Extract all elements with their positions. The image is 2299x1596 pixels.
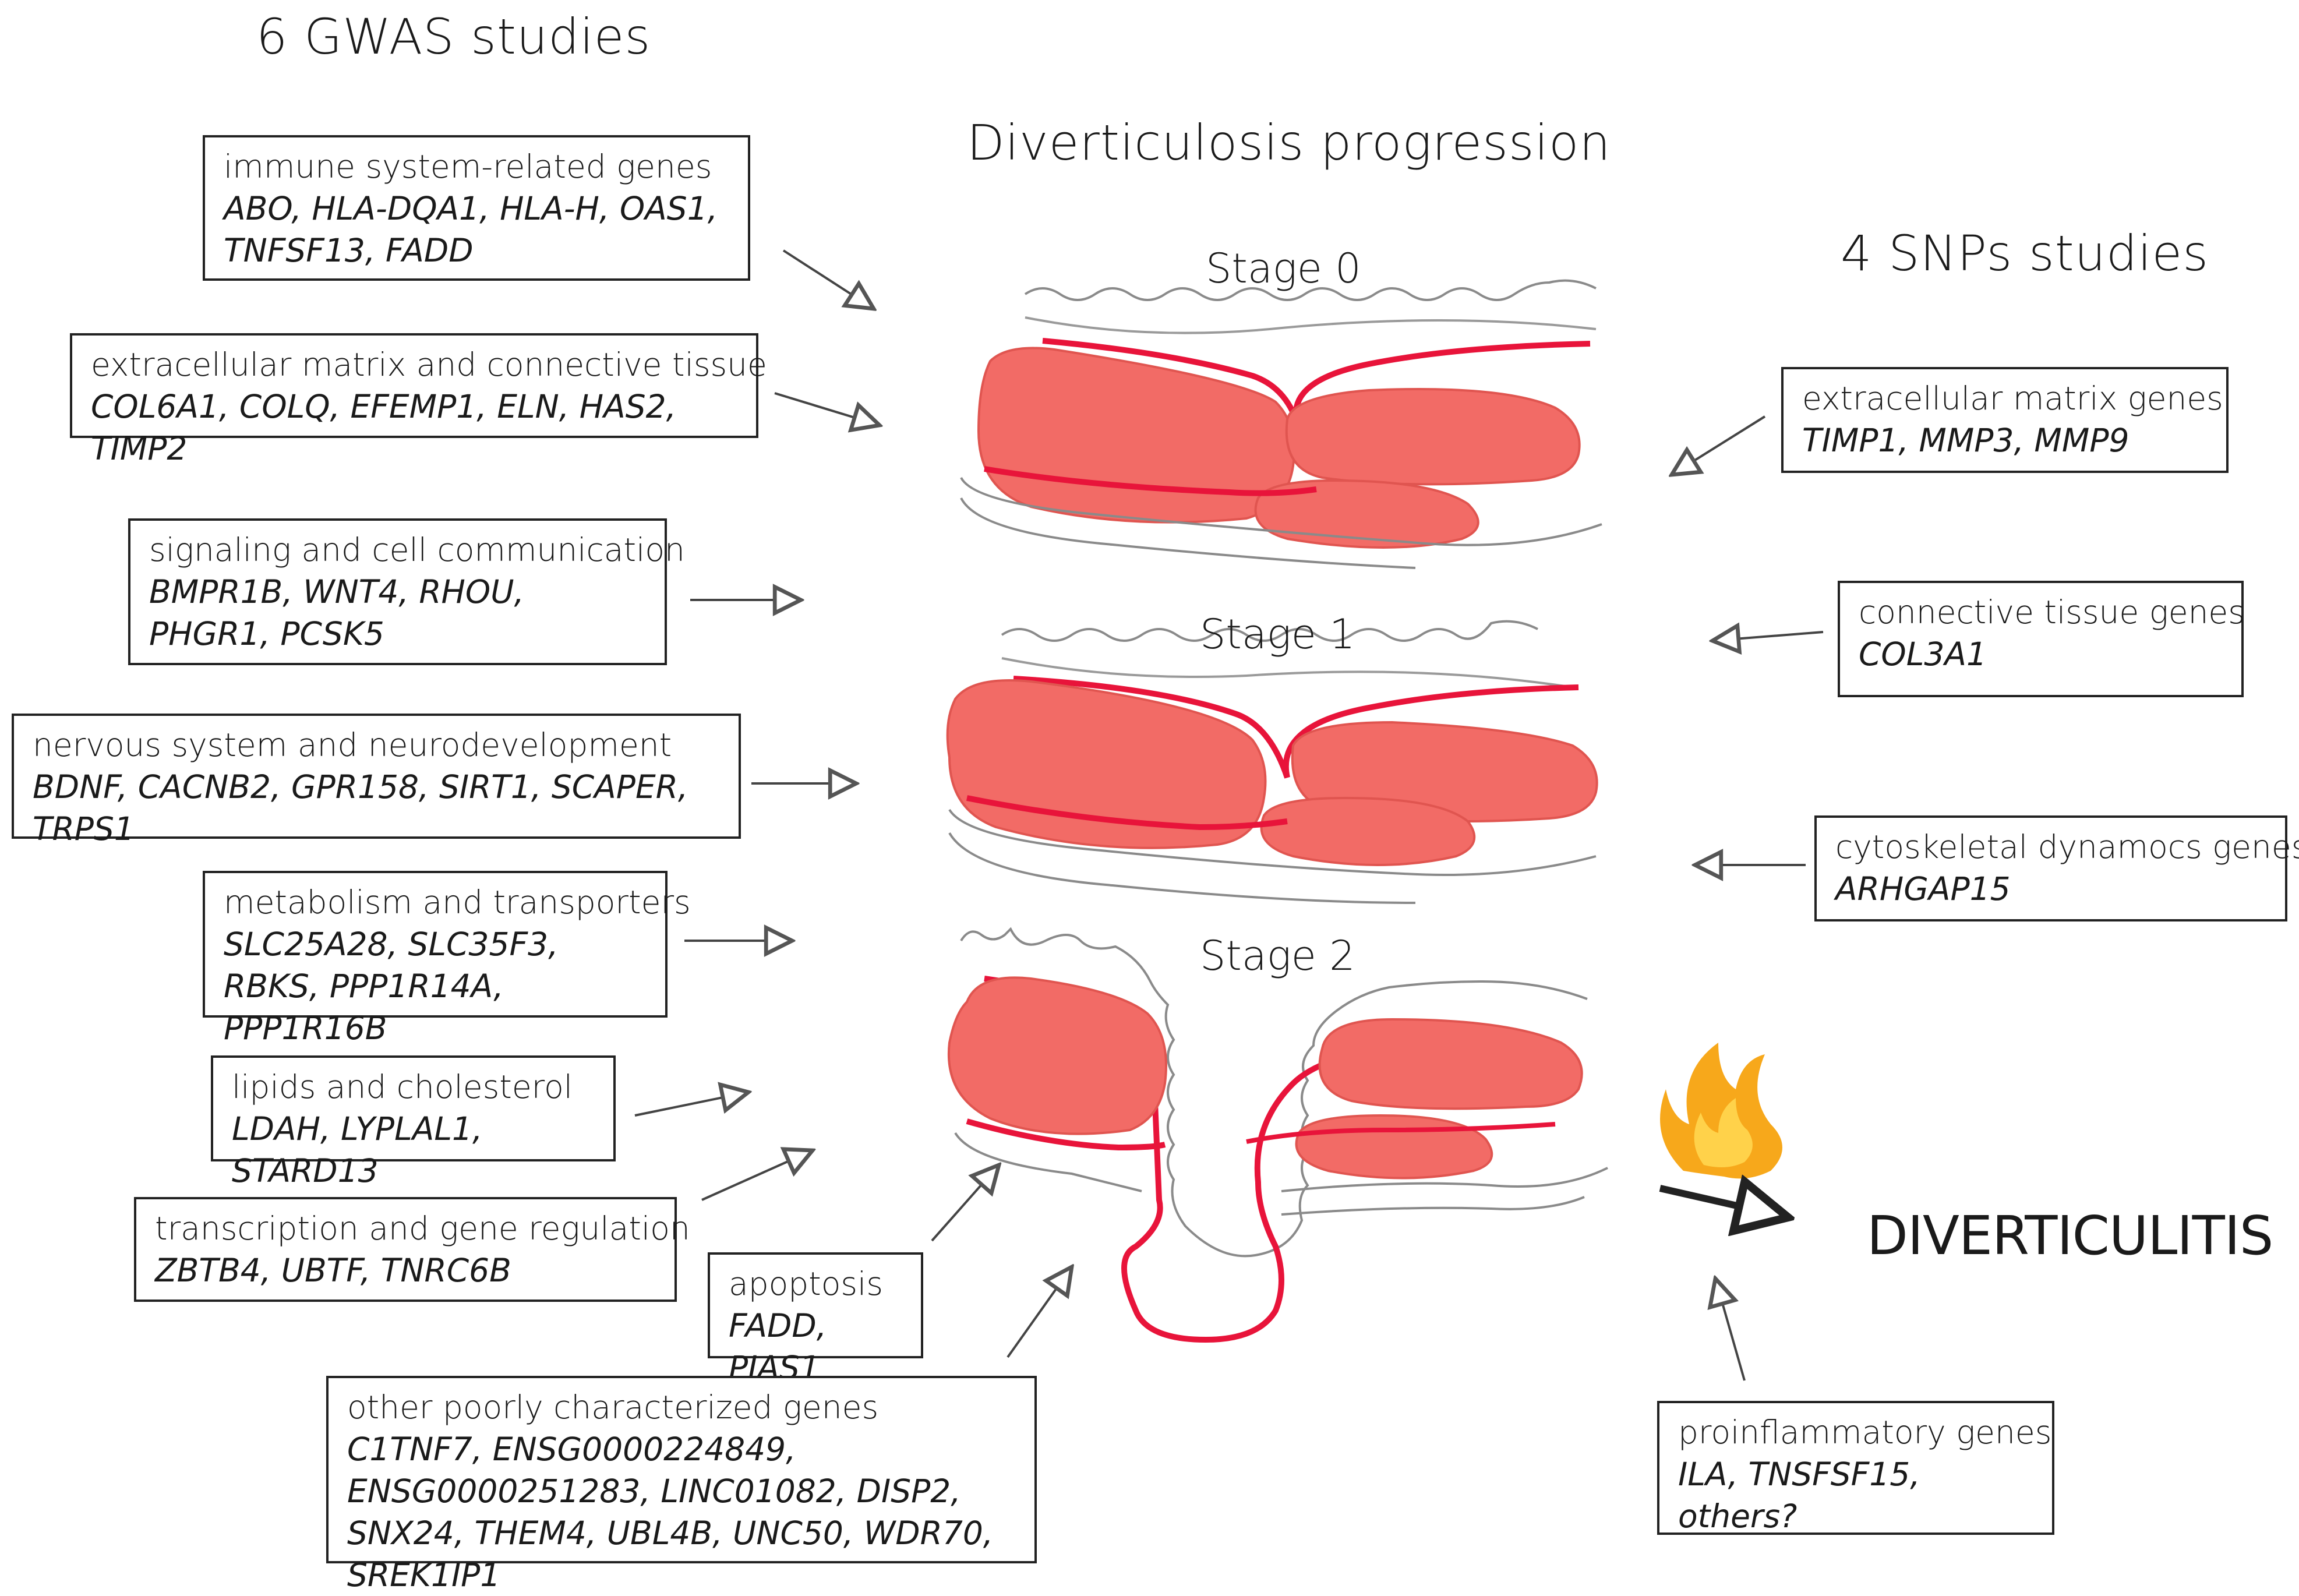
gene-list: COL3A1 bbox=[1859, 635, 1987, 673]
group-title: extracellular matrix and connective tiss… bbox=[91, 346, 767, 383]
snp-box-connective: connective tissue genes COL3A1 bbox=[1838, 581, 2245, 697]
outcome-label: DIVERTICULITIS bbox=[1867, 1205, 2273, 1267]
gene-list: ZBTB4, UBTF, TNRC6B bbox=[155, 1252, 511, 1289]
serosa-line bbox=[954, 1132, 1142, 1192]
vessel bbox=[966, 795, 1288, 831]
serosa-line bbox=[1281, 1167, 1608, 1192]
gwas-box-signaling: signaling and cell communication BMPR1B,… bbox=[128, 518, 685, 665]
group-title: proinflammatory genes bbox=[1678, 1414, 2052, 1451]
arrow-icon bbox=[774, 392, 880, 425]
mucosa-line bbox=[1001, 620, 1538, 642]
arrow-icon bbox=[1715, 1279, 1746, 1381]
serosa-line bbox=[960, 476, 1602, 546]
arrow-icon bbox=[634, 1092, 748, 1117]
gwas-box-nervous: nervous system and neurodevelopment BDNF… bbox=[12, 714, 741, 848]
gwas-heading: 6 GWAS studies bbox=[256, 8, 651, 65]
group-title: cytoskeletal dynamocs genes bbox=[1835, 828, 2299, 866]
serosa-line bbox=[948, 832, 1416, 904]
group-title: signaling and cell communication bbox=[149, 531, 685, 569]
group-title: connective tissue genes bbox=[1859, 594, 2245, 631]
group-title: other poorly characterized genes bbox=[347, 1389, 879, 1426]
serosa-line bbox=[960, 497, 1416, 569]
stage-2-tissue bbox=[947, 927, 1608, 1343]
gene-list: TIMP1, MMP3, MMP9 bbox=[1802, 422, 2130, 459]
gene-list: COL6A1, COLQ, EFEMP1, ELN, HAS2, TIMP2 bbox=[91, 388, 677, 467]
stage-2-label: Stage 2 bbox=[1200, 932, 1355, 980]
group-title: transcription and gene regulation bbox=[155, 1210, 690, 1247]
arrow-icon bbox=[1712, 632, 1824, 641]
group-title: immune system-related genes bbox=[224, 148, 712, 185]
arrow-icon bbox=[1007, 1267, 1072, 1358]
vessel bbox=[1246, 1122, 1556, 1144]
mucosa-lower-line bbox=[1025, 316, 1597, 334]
muscle-block bbox=[1295, 1114, 1493, 1180]
group-title: apoptosis bbox=[729, 1265, 883, 1302]
gene-list: C1TNF7, ENSG0000224849, ENSG0000251283, … bbox=[347, 1431, 994, 1594]
muscle-block bbox=[1254, 479, 1479, 549]
gwas-box-immune: immune system-related genes ABO, HLA-DQA… bbox=[203, 135, 750, 281]
arrow-icon bbox=[1659, 1188, 1788, 1217]
gene-list: ARHGAP15 bbox=[1835, 870, 2011, 908]
progression-heading: Diverticulosis progression bbox=[967, 114, 1611, 171]
gene-list: LDAH, LYPLAL1, STARD13 bbox=[232, 1110, 483, 1189]
gene-list: ILA, TNSFSF15, others? bbox=[1678, 1456, 1920, 1535]
vessel bbox=[966, 1118, 1166, 1151]
arrow-icon bbox=[1672, 415, 1766, 475]
stage-0-tissue bbox=[960, 279, 1602, 569]
group-title: extracellular matrix genes bbox=[1802, 380, 2223, 417]
muscle-block bbox=[1318, 1018, 1583, 1110]
mucosa-line bbox=[1024, 279, 1597, 301]
muscle-block bbox=[947, 976, 1167, 1135]
vessel bbox=[1013, 676, 1579, 779]
serosa-line bbox=[1281, 1196, 1585, 1216]
mucosa-lower-line bbox=[1001, 657, 1573, 688]
snp-box-cytoskeletal: cytoskeletal dynamocs genes ARHGAP15 bbox=[1814, 815, 2299, 921]
mucosa-line bbox=[960, 927, 1588, 1258]
arrow-icon bbox=[931, 1165, 999, 1242]
snps-heading: 4 SNPs studies bbox=[1841, 225, 2209, 282]
gwas-box-metabolism: metabolism and transporters SLC25A28, SL… bbox=[203, 871, 691, 1047]
muscle-block bbox=[1285, 388, 1581, 486]
gwas-box-apoptosis: apoptosis FADD, PIAS1 bbox=[708, 1252, 923, 1386]
group-title: lipids and cholesterol bbox=[232, 1068, 573, 1106]
snp-box-ecm: extracellular matrix genes TIMP1, MMP3, … bbox=[1781, 367, 2229, 473]
vessel bbox=[984, 466, 1317, 496]
group-title: nervous system and neurodevelopment bbox=[33, 726, 672, 764]
group-title: metabolism and transporters bbox=[224, 884, 691, 921]
gwas-box-other: other poorly characterized genes C1TNF7,… bbox=[326, 1376, 1037, 1594]
stage-0-label: Stage 0 bbox=[1206, 245, 1361, 292]
gwas-box-transcription: transcription and gene regulation ZBTB4,… bbox=[134, 1197, 690, 1302]
gene-list: BDNF, CACNB2, GPR158, SIRT1, SCAPER, TRP… bbox=[33, 768, 688, 848]
flame-icon bbox=[1660, 1043, 1782, 1179]
stage-1-tissue bbox=[946, 620, 1598, 904]
gwas-box-lipids: lipids and cholesterol LDAH, LYPLAL1, ST… bbox=[211, 1055, 616, 1189]
stage-1-label: Stage 1 bbox=[1200, 610, 1355, 658]
arrow-icon bbox=[701, 1150, 813, 1201]
muscle-block bbox=[1260, 796, 1476, 866]
gene-list: SLC25A28, SLC35F3, RBKS, PPP1R14A, PPP1R… bbox=[224, 926, 559, 1047]
gene-list: BMPR1B, WNT4, RHOU, PHGR1, PCSK5 bbox=[149, 573, 524, 652]
serosa-line bbox=[948, 808, 1597, 876]
proinflammatory-box: proinflammatory genes ILA, TNSFSF15, oth… bbox=[1657, 1401, 2054, 1535]
arrow-icon bbox=[782, 249, 874, 309]
gwas-box-ecm: extracellular matrix and connective tiss… bbox=[70, 333, 767, 467]
gene-list: ABO, HLA-DQA1, HLA-H, OAS1, TNFSF13, FAD… bbox=[224, 190, 718, 269]
